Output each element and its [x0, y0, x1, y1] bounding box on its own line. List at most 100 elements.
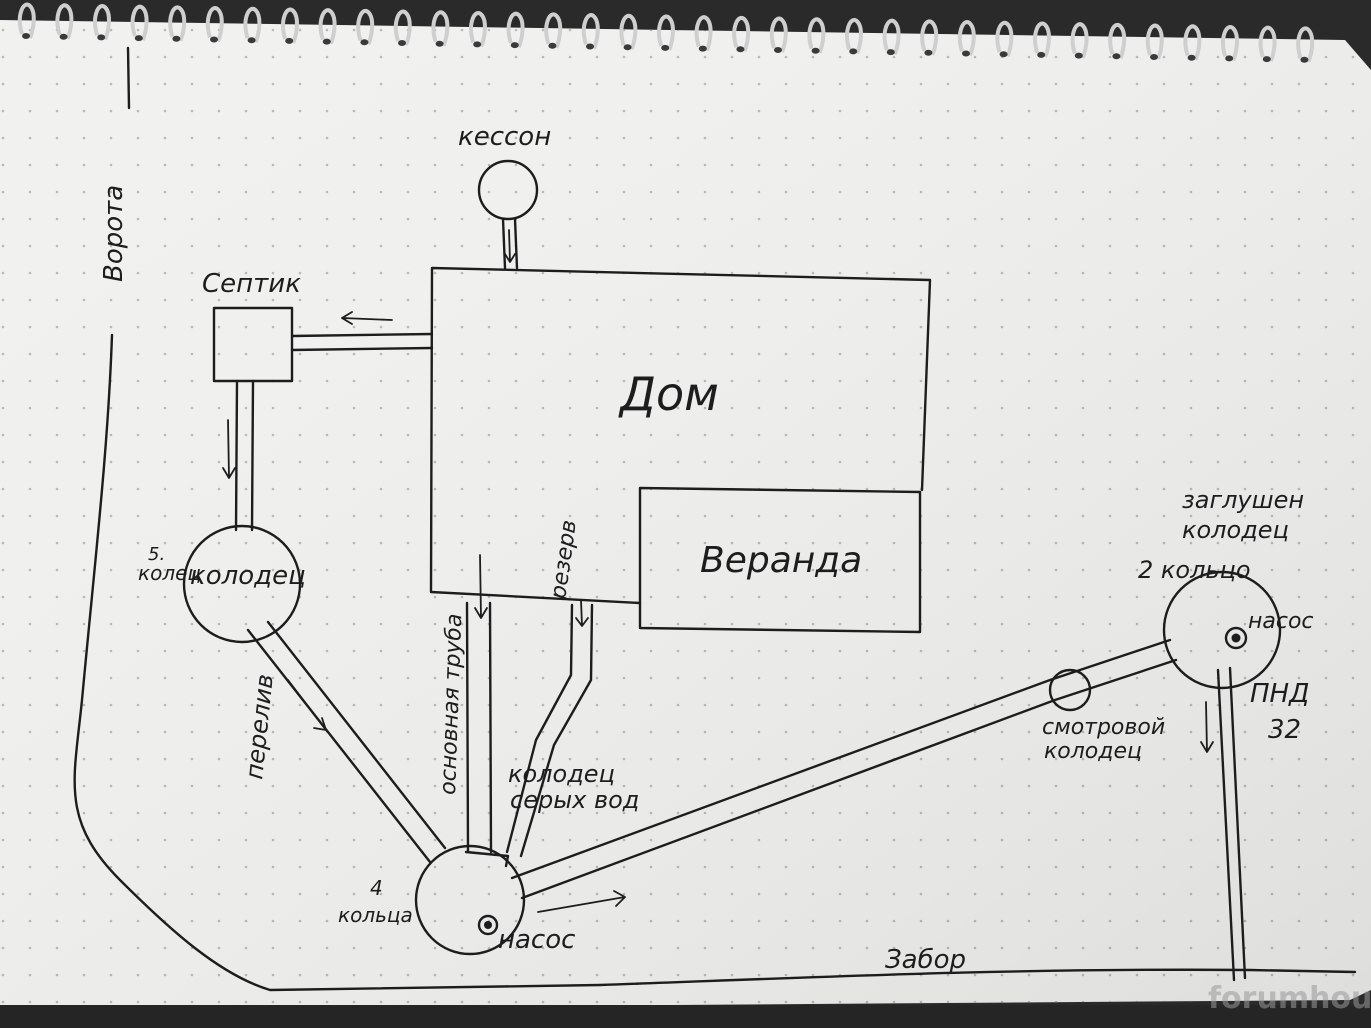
spiral-ring — [506, 11, 525, 48]
pump-bottom-label: насос — [498, 925, 575, 955]
spiral-hole — [435, 40, 444, 47]
pump-right-dot — [1231, 633, 1241, 643]
spiral-hole — [97, 34, 106, 41]
spiral-hole — [1300, 56, 1309, 63]
spiral-hole — [661, 44, 670, 51]
spiral-ring — [356, 8, 375, 46]
long-pipe — [510, 638, 1178, 900]
spiral-hole — [548, 42, 557, 49]
spiral-ring — [694, 15, 713, 52]
well-4-rings-circle — [414, 844, 526, 956]
spiral-hole — [1150, 54, 1158, 60]
septic-label: Септик — [202, 269, 301, 299]
spiral-ring — [619, 13, 638, 50]
spiral-hole — [1037, 51, 1046, 58]
spiral-ring — [243, 6, 262, 43]
spiral-hole — [1225, 55, 1234, 62]
well-label: колодец — [190, 561, 306, 591]
spiral-ring — [1070, 22, 1089, 59]
overflow-arrow — [287, 679, 327, 731]
gate-line-top — [126, 46, 131, 110]
spiral-ring — [544, 12, 563, 49]
spiral-ring — [581, 13, 600, 50]
pump-bottom-ring — [477, 914, 499, 936]
inspection-well-label-2: колодец — [1044, 739, 1142, 764]
spiral-ring — [882, 18, 901, 55]
spiral-hole — [962, 50, 970, 57]
spiral-hole — [1187, 54, 1196, 61]
spiral-ring — [1145, 23, 1164, 60]
caisson-label: кессон — [458, 122, 551, 152]
spiral-ring — [807, 17, 826, 54]
spiral-hole — [22, 33, 30, 39]
spiral-ring — [469, 11, 487, 48]
spiral-ring — [845, 18, 863, 55]
spiral-hole — [736, 46, 745, 53]
well-5-rings-circle — [182, 524, 302, 644]
long-pipe-arrow — [537, 890, 626, 913]
pump-right-ring — [1224, 626, 1248, 650]
spiral-hole — [285, 37, 294, 44]
spiral-ring — [281, 7, 299, 44]
spiral-hole — [1262, 56, 1271, 63]
caisson-arrow — [504, 229, 516, 263]
reserve-pipe — [505, 603, 594, 858]
rings-4-word: кольца — [338, 903, 413, 927]
spiral-ring — [1258, 25, 1277, 62]
watermark: forumhouse — [1208, 981, 1371, 1016]
inspection-well-label-1: смотровой — [1042, 715, 1165, 740]
spiral-ring — [1296, 26, 1315, 63]
spiral-ring — [957, 20, 976, 57]
spiral-hole — [172, 35, 181, 42]
reserve-arrow — [575, 599, 589, 627]
spiral-ring — [920, 19, 939, 56]
spiral-ring — [1221, 25, 1239, 62]
well-4-rings-inlet — [464, 850, 510, 868]
greywater-well-label-1: колодец — [508, 760, 615, 788]
fence-label: Забор — [885, 945, 966, 975]
spiral-ring — [1108, 22, 1127, 60]
caisson-circle — [477, 159, 539, 221]
spiral-ring — [55, 3, 74, 40]
spiral-ring — [1033, 21, 1051, 58]
spiral-hole — [1074, 52, 1083, 59]
spiral-ring — [17, 2, 36, 39]
pump-right-label: насос — [1248, 609, 1314, 634]
plugged-well-label-1: заглушен — [1182, 486, 1304, 514]
property-boundary — [73, 333, 1357, 992]
plugged-well-label-2: колодец — [1182, 516, 1289, 544]
spiral-hole — [247, 37, 256, 44]
well-5-rings-count: 5. — [148, 544, 165, 565]
rings-4-count: 4 — [370, 876, 383, 900]
gate-label: Ворота — [99, 185, 129, 282]
spiral-ring — [769, 16, 788, 53]
spiral-hole — [510, 42, 519, 49]
inspection-well-circle — [1048, 668, 1092, 712]
pipe-type-label-1: ПНД — [1250, 679, 1309, 709]
spiral-ring — [995, 20, 1014, 57]
spiral-ring — [130, 4, 149, 41]
spiral-binding — [17, 2, 1315, 63]
veranda-outline — [638, 486, 922, 634]
spiral-hole — [210, 36, 218, 43]
spiral-hole — [360, 39, 369, 46]
spiral-hole — [698, 45, 707, 52]
overflow-pipe — [246, 620, 447, 864]
spiral-ring — [431, 10, 450, 47]
spiral-hole — [586, 43, 594, 50]
spiral-ring — [318, 8, 337, 45]
pump-bottom-dot — [484, 921, 492, 929]
spiral-ring — [93, 4, 111, 41]
well-5-rings-word: колец — [138, 561, 201, 585]
spiral-hole — [924, 49, 933, 56]
house-septic-arrow — [341, 311, 393, 325]
septic-well-pipe — [234, 379, 255, 532]
spiral-hole — [473, 41, 482, 48]
spiral-hole — [59, 33, 68, 40]
house-label: Дом — [618, 367, 719, 421]
caisson-pipe — [501, 217, 519, 270]
spiral-hole — [398, 40, 406, 46]
spiral-ring — [657, 14, 675, 51]
spiral-hole — [886, 49, 895, 56]
